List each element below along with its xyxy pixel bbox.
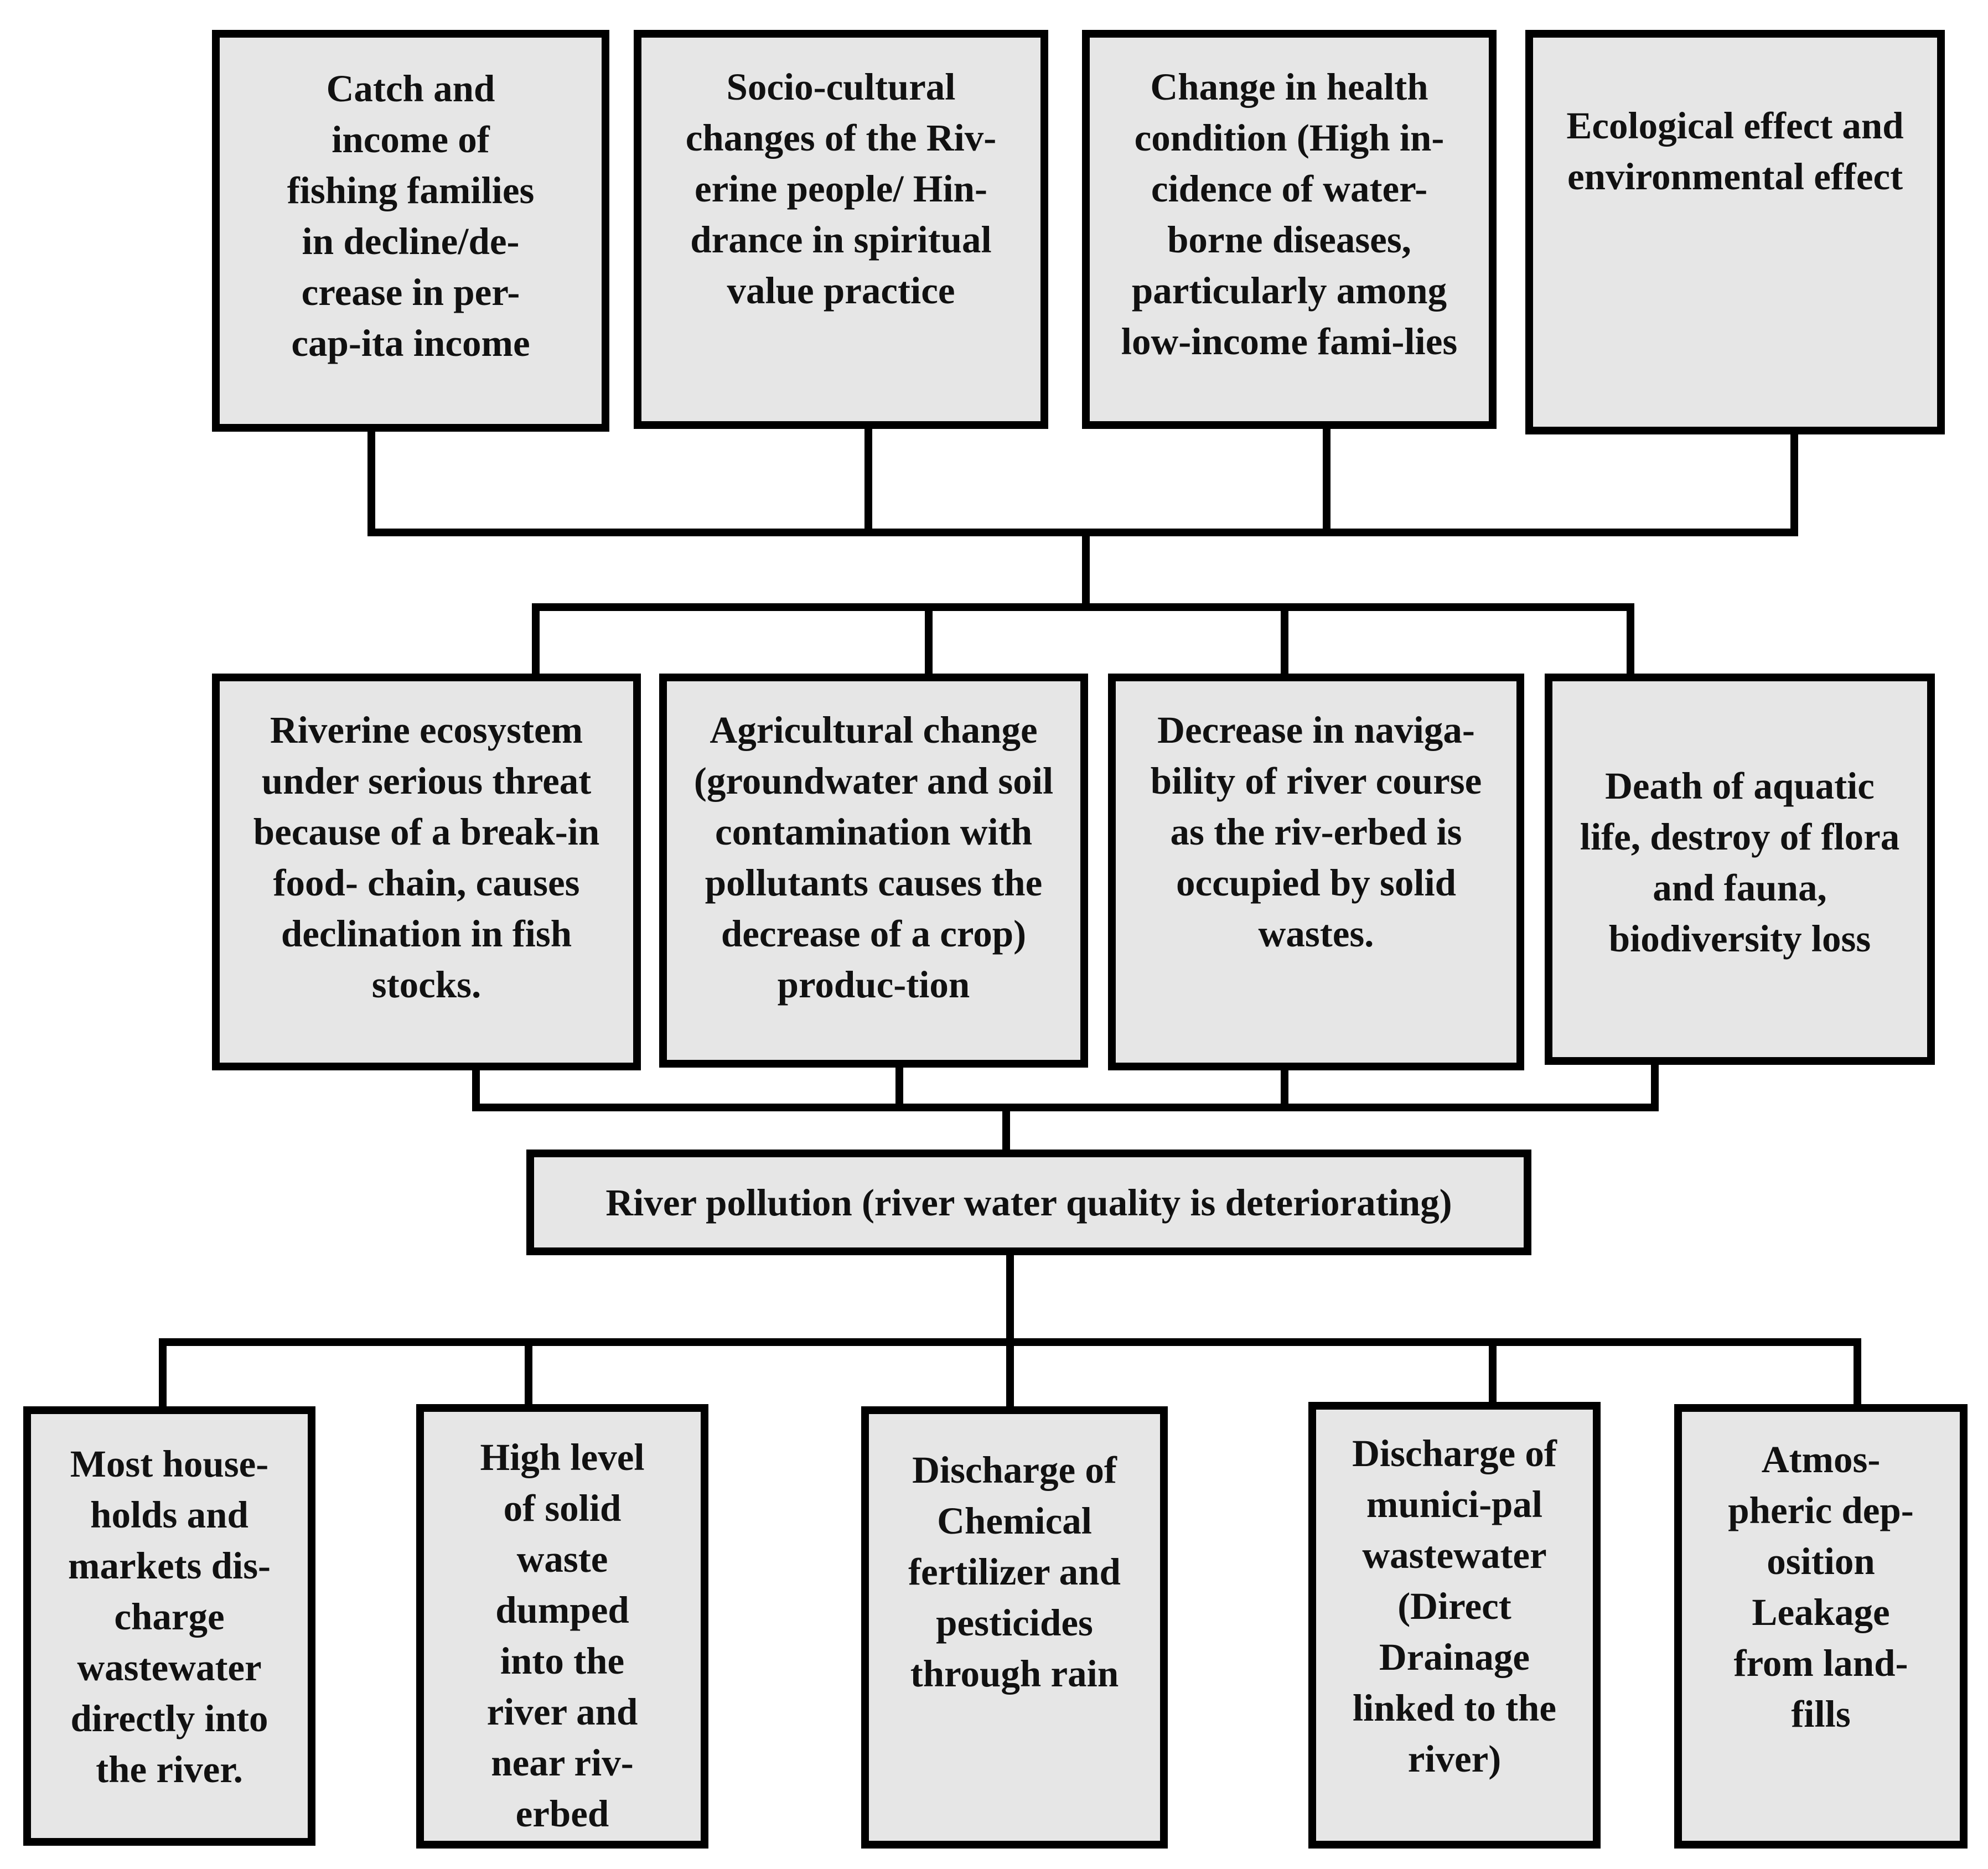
cause-box-solid-waste: High level of solid waste dumped into th… (416, 1404, 708, 1849)
effect-text-health: Change in health condition (High in-cide… (1121, 66, 1458, 363)
consequence-box-aquatic-life: Death of aquatic life, destroy of flora … (1545, 674, 1935, 1065)
effect-text-socio-cultural: Socio-cultural changes of the Riv-erine … (685, 66, 997, 312)
consequence-box-ecosystem: Riverine ecosystem under serious threat … (212, 674, 641, 1070)
core-problem-box: River pollution (river water quality is … (526, 1150, 1531, 1255)
consequence-box-navigability: Decrease in naviga-bility of river cours… (1108, 674, 1524, 1070)
consequence-text-aquatic-life: Death of aquatic life, destroy of flora … (1580, 765, 1900, 960)
effect-text-ecological: Ecological effect and environmental effe… (1566, 105, 1904, 198)
effect-box-ecological: Ecological effect and environmental effe… (1525, 30, 1945, 434)
cause-text-solid-waste: High level of solid waste dumped into th… (480, 1436, 645, 1835)
core-problem-text: River pollution (river water quality is … (605, 1181, 1452, 1224)
cause-box-atmospheric-deposition: Atmos-pheric dep-osition Leakage from la… (1674, 1404, 1968, 1849)
effect-box-socio-cultural: Socio-cultural changes of the Riv-erine … (634, 30, 1048, 429)
consequence-text-agriculture: Agricultural change (groundwater and soi… (693, 709, 1054, 1006)
cause-box-municipal-wastewater: Discharge of munici-pal wastewater (Dire… (1308, 1402, 1601, 1849)
cause-text-atmospheric-deposition: Atmos-pheric dep-osition Leakage from la… (1728, 1438, 1914, 1735)
effect-box-health: Change in health condition (High in-cide… (1082, 30, 1497, 429)
effect-box-fishing-income: Catch and income of fishing families in … (212, 30, 609, 432)
consequence-text-ecosystem: Riverine ecosystem under serious threat … (253, 709, 600, 1006)
cause-box-household-discharge: Most house-holds and markets dis-charge … (23, 1406, 315, 1846)
consequence-text-navigability: Decrease in naviga-bility of river cours… (1150, 709, 1482, 955)
consequence-box-agriculture: Agricultural change (groundwater and soi… (659, 674, 1088, 1068)
cause-text-chemical-fertilizer: Discharge of Chemical fertilizer and pes… (908, 1449, 1121, 1695)
cause-box-chemical-fertilizer: Discharge of Chemical fertilizer and pes… (861, 1406, 1168, 1849)
cause-text-household-discharge: Most house-holds and markets dis-charge … (68, 1443, 271, 1790)
cause-text-municipal-wastewater: Discharge of munici-pal wastewater (Dire… (1352, 1432, 1557, 1780)
effect-text-fishing-income: Catch and income of fishing families in … (287, 68, 535, 364)
